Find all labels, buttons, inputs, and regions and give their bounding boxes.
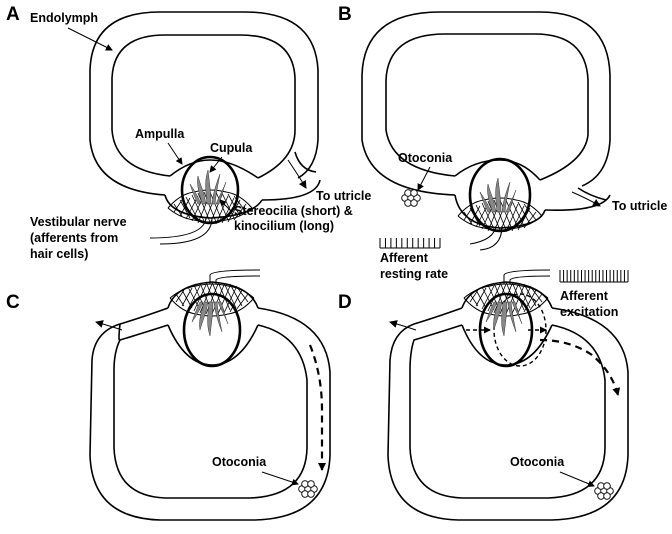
- canal-inner-wall-d: [409, 324, 606, 499]
- cupula-c: [182, 292, 242, 368]
- canal-inner-wall-a: [111, 34, 296, 179]
- label-afferent-excitation-1: Afferent: [560, 289, 609, 303]
- panel-letter-b: B: [338, 4, 352, 25]
- label-vestibular-1: Vestibular nerve: [30, 215, 127, 229]
- label-stereocilia-2: kinocilium (long): [234, 219, 334, 233]
- label-cupula: Cupula: [210, 141, 253, 155]
- label-otoconia-c: Otoconia: [212, 455, 267, 469]
- panel-c: C Otoconia: [6, 269, 331, 521]
- hair-cells-b: [479, 177, 517, 213]
- otoconia-d: [594, 482, 614, 500]
- canal-inner-wall-c: [113, 324, 308, 499]
- panel-d: D Otoconia Afferent excitation: [338, 269, 629, 521]
- label-ampulla: Ampulla: [135, 127, 185, 141]
- canal-outer-wall-c: [89, 307, 331, 521]
- hair-cells-a: [189, 169, 227, 205]
- panel-b: B Otoconia To utricle Afferent resting r…: [338, 4, 667, 281]
- label-to-utricle-b: To utricle: [612, 199, 667, 213]
- label-afferent-excitation-2: excitation: [560, 305, 618, 319]
- label-afferent-resting-2: resting rate: [380, 267, 448, 281]
- spike-train-resting: [379, 238, 441, 249]
- canal-outer-wall-d: [387, 307, 629, 521]
- spike-train-excitation: [559, 270, 629, 283]
- panel-a: A Endolymph Ampulla Cupula To utricle St…: [6, 4, 371, 261]
- panel-letter-d: D: [338, 292, 352, 313]
- otoconia-b: [401, 189, 421, 207]
- label-vestibular-2: (afferents from: [30, 231, 118, 245]
- label-otoconia-b: Otoconia: [398, 151, 453, 165]
- otoconia-path-d: [539, 338, 621, 396]
- otoconia-path-c: [308, 344, 326, 471]
- otoconia-c: [298, 480, 318, 498]
- canal-inner-wall-b: [385, 33, 589, 181]
- label-endolymph: Endolymph: [30, 11, 98, 25]
- panel-letter-a: A: [6, 4, 20, 25]
- label-afferent-resting-1: Afferent: [380, 251, 429, 265]
- label-stereocilia-1: Stereocilia (short) &: [234, 204, 353, 218]
- canal-outer-wall-b: [361, 11, 611, 196]
- canal-outer-wall-a: [89, 11, 319, 196]
- panel-letter-c: C: [6, 292, 20, 313]
- label-vestibular-3: hair cells): [30, 247, 88, 261]
- label-to-utricle-a: To utricle: [316, 189, 371, 203]
- label-otoconia-d: Otoconia: [510, 455, 565, 469]
